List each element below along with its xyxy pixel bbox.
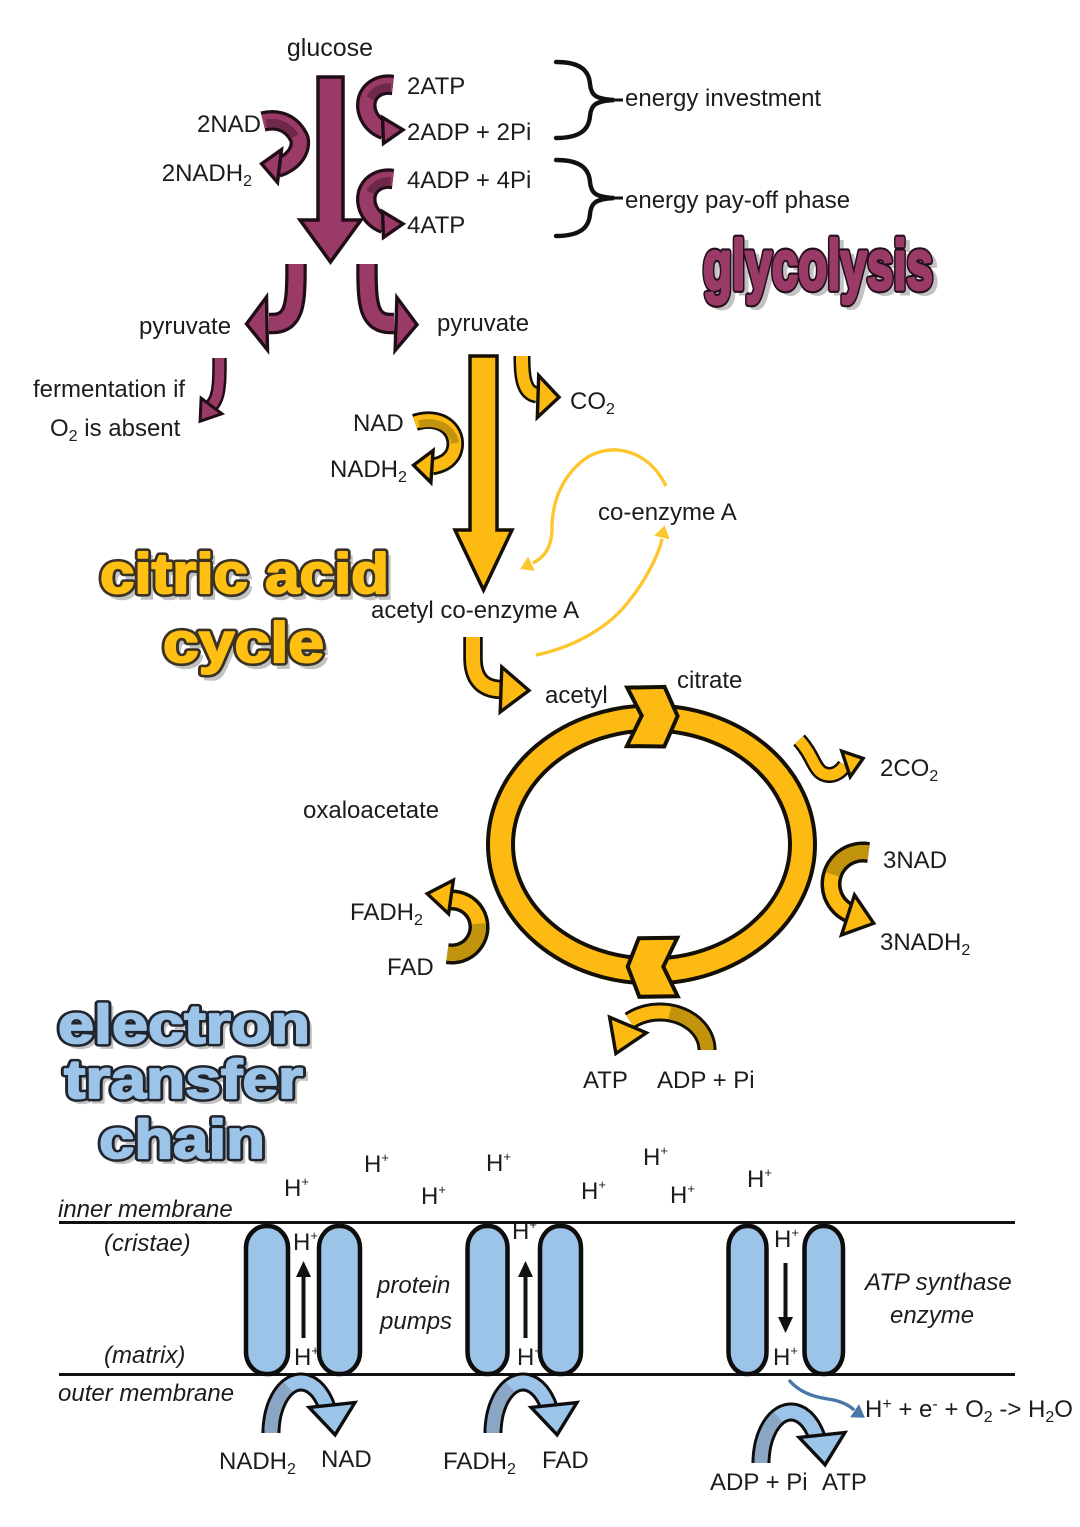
svg-text:citric acid: citric acid [100,542,389,606]
svg-text:energy investment: energy investment [625,85,821,112]
svg-text:FADH2: FADH2 [443,1448,516,1478]
svg-text:citric acid: citric acid [104,547,393,611]
svg-text:ADP + Pi: ADP + Pi [657,1067,755,1094]
svg-text:NADH2: NADH2 [219,1448,296,1478]
svg-text:electron: electron [58,993,310,1055]
svg-text:chain: chain [99,1108,265,1170]
svg-text:acetyl: acetyl [545,682,608,709]
svg-text:NAD: NAD [321,1446,372,1473]
svg-text:FAD: FAD [387,954,434,981]
svg-text:glycolysis: glycolysis [708,230,938,308]
svg-text:glucose: glucose [287,34,373,62]
svg-text:enzyme: enzyme [890,1302,974,1329]
svg-text:4ATP: 4ATP [407,212,465,239]
svg-text:pyruvate: pyruvate [139,313,231,340]
svg-text:transfer: transfer [64,1048,303,1110]
svg-text:fermentation if: fermentation if [33,376,185,403]
svg-text:co-enzyme A: co-enzyme A [598,499,737,526]
svg-text:cycle: cycle [163,611,324,675]
svg-text:glycolysis: glycolysis [703,226,933,304]
svg-text:oxaloacetate: oxaloacetate [303,797,439,824]
svg-text:inner membrane: inner membrane [58,1196,233,1223]
svg-text:chain: chain [99,1108,265,1170]
svg-text:2CO2: 2CO2 [880,755,938,785]
svg-text:pumps: pumps [379,1308,452,1335]
svg-text:electron: electron [62,997,314,1059]
svg-text:citrate: citrate [677,667,742,694]
svg-text:ATP: ATP [583,1067,628,1094]
svg-text:transfer: transfer [68,1052,307,1114]
svg-text:ADP + Pi: ADP + Pi [710,1469,808,1496]
svg-text:FADH2: FADH2 [350,899,423,929]
svg-text:3NADH2: 3NADH2 [880,929,970,959]
svg-text:citric acid: citric acid [100,542,389,606]
svg-text:(cristae): (cristae) [104,1230,191,1257]
svg-text:glycolysis: glycolysis [703,226,933,304]
svg-text:pyruvate: pyruvate [437,310,529,337]
svg-text:energy pay-off phase: energy pay-off phase [625,187,850,214]
svg-text:NADH2: NADH2 [330,456,407,486]
svg-text:NAD: NAD [353,410,404,437]
svg-text:protein: protein [376,1272,450,1299]
svg-text:2ADP + 2Pi: 2ADP + 2Pi [407,119,531,146]
svg-text:2NAD: 2NAD [197,111,261,138]
svg-text:2NADH2: 2NADH2 [162,160,252,190]
svg-text:outer membrane: outer membrane [58,1380,234,1407]
svg-text:3NAD: 3NAD [883,847,947,874]
svg-text:(matrix): (matrix) [104,1342,185,1369]
svg-text:FAD: FAD [542,1447,589,1474]
svg-text:2ATP: 2ATP [407,73,465,100]
svg-text:chain: chain [103,1112,269,1174]
svg-text:cycle: cycle [163,611,324,675]
svg-text:acetyl co-enzyme A: acetyl co-enzyme A [371,597,579,624]
svg-text:cycle: cycle [167,616,328,680]
svg-text:ATP: ATP [822,1469,867,1496]
svg-text:4ADP + 4Pi: 4ADP + 4Pi [407,167,531,194]
svg-text:transfer: transfer [64,1048,303,1110]
svg-text:electron: electron [58,993,310,1055]
svg-text:H+ + e- + O2 -> H2O: H+ + e- + O2 -> H2O [865,1396,1073,1426]
svg-text:ATP synthase: ATP synthase [863,1269,1012,1296]
